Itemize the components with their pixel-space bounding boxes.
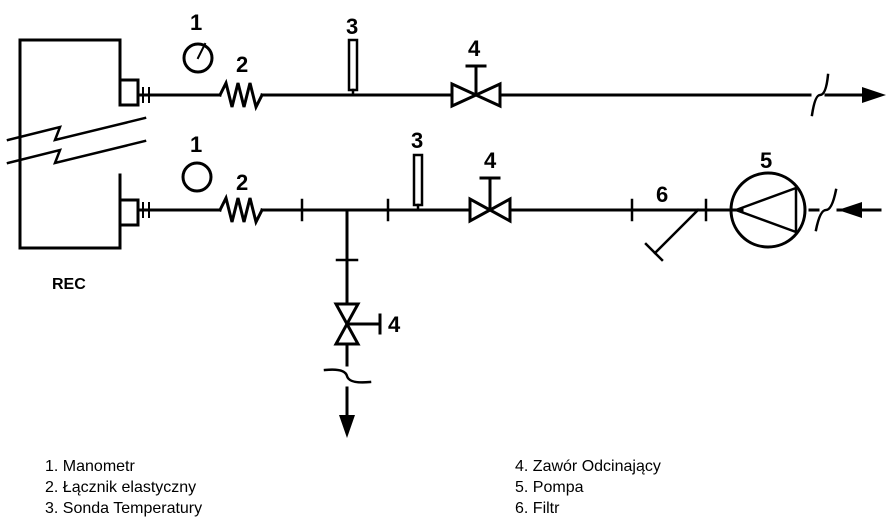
manometer-top-icon — [182, 42, 214, 74]
flex-connector-top-icon — [217, 78, 265, 112]
pipe-break-branch — [323, 368, 372, 384]
legend-item: 6. Filtr — [515, 500, 560, 517]
callout-valve-top: 4 — [468, 36, 481, 61]
manometer-bottom-icon — [181, 161, 213, 193]
legend-item: 5. Pompa — [515, 479, 584, 496]
unit-label: REC — [52, 276, 86, 293]
valve-top-icon — [450, 64, 502, 109]
callout-flex-top: 2 — [236, 52, 248, 77]
callout-pump: 5 — [760, 148, 772, 173]
flange-marks — [300, 198, 708, 222]
legend-item: 1. Manometr — [45, 458, 135, 475]
pipe-break-top — [810, 73, 830, 117]
temp-sensor-top-icon — [347, 38, 359, 97]
filter-icon — [644, 208, 700, 262]
valve-branch-icon — [333, 302, 382, 346]
legend-item: 2. Łącznik elastyczny — [45, 479, 197, 496]
callout-valve-bottom: 4 — [484, 148, 497, 173]
callout-filter: 6 — [656, 182, 668, 207]
callout-flex-bottom: 2 — [236, 170, 248, 195]
legend-right: 4. Zawór Odcinający 5. Pompa 6. Filtr — [515, 456, 661, 519]
callout-sensor-bottom: 3 — [411, 128, 423, 153]
pump-icon — [726, 171, 807, 249]
connection-stubs — [142, 87, 150, 218]
rec-unit — [18, 38, 140, 250]
flow-arrow-left-icon — [838, 202, 862, 218]
callout-sensor-top: 3 — [346, 14, 358, 39]
valve-bottom-icon — [468, 176, 512, 224]
legend-item: 3. Sonda Temperatury — [45, 500, 203, 517]
pipe-break-bottom — [814, 188, 838, 232]
legend-left: 1. Manometr 2. Łącznik elastyczny 3. Son… — [45, 456, 202, 519]
callout-manometer-bottom: 1 — [190, 132, 202, 157]
break-lines — [6, 116, 147, 165]
branch-pipe — [335, 208, 359, 422]
flow-arrow-down-icon — [339, 415, 355, 438]
flex-connector-bottom-icon — [217, 193, 265, 227]
callout-valve-branch: 4 — [388, 312, 401, 337]
callout-manometer-top: 1 — [190, 10, 202, 35]
temp-sensor-bottom-icon — [412, 153, 424, 212]
legend-item: 4. Zawór Odcinający — [515, 458, 661, 475]
flow-arrow-right-icon — [862, 87, 886, 103]
